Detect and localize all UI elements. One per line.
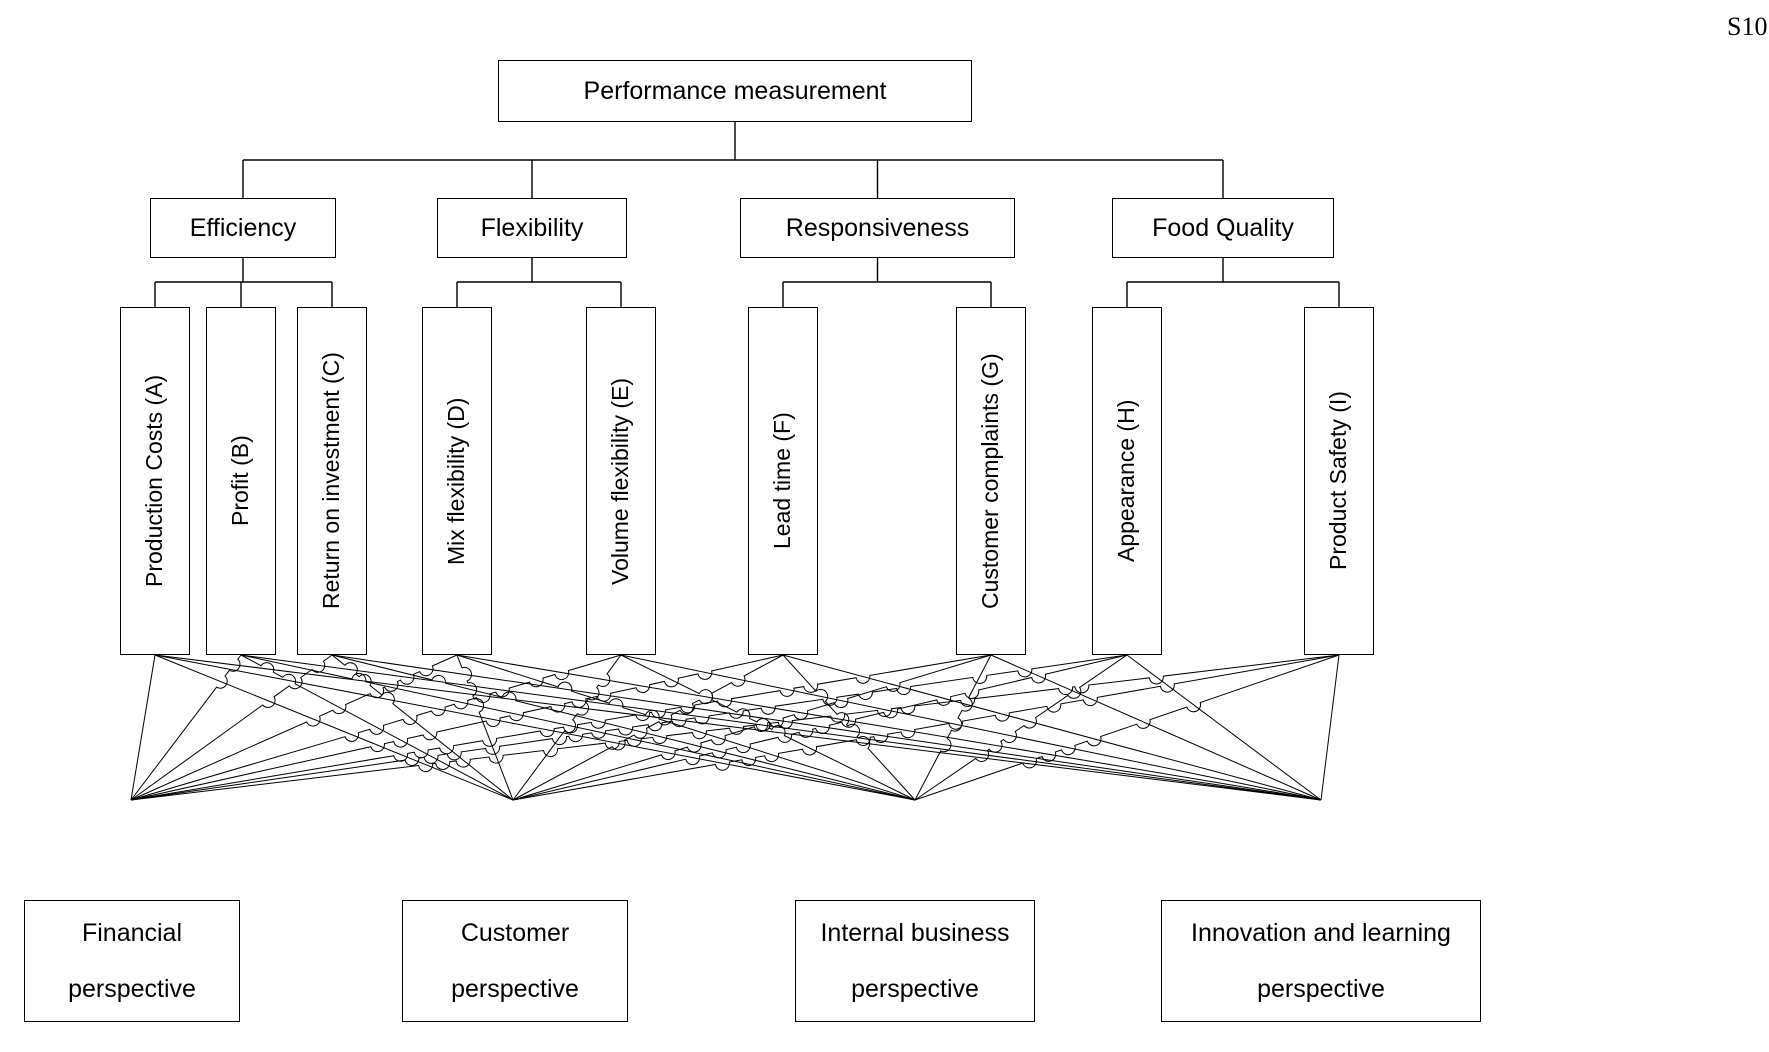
node-label-line1: Financial [81, 919, 183, 947]
node-customer-perspective: Customer perspective [402, 900, 628, 1022]
node-label: Performance measurement [583, 77, 887, 105]
node-mix-flexibility: Mix flexibility (D) [422, 307, 492, 655]
node-innovation-learning-perspective: Innovation and learning perspective [1161, 900, 1481, 1022]
node-efficiency: Efficiency [150, 198, 336, 258]
node-appearance: Appearance (H) [1092, 307, 1162, 655]
node-label: Mix flexibility (D) [443, 397, 470, 565]
node-product-safety: Product Safety (I) [1304, 307, 1374, 655]
node-responsiveness: Responsiveness [740, 198, 1015, 258]
node-profit: Profit (B) [206, 307, 276, 655]
node-return-on-investment: Return on investment (C) [297, 307, 367, 655]
node-label: Appearance (H) [1113, 399, 1140, 563]
node-label: Return on investment (C) [318, 352, 345, 610]
node-flexibility: Flexibility [437, 198, 627, 258]
node-label-line1: Internal business [820, 919, 1010, 947]
node-label: Food Quality [1152, 214, 1294, 242]
node-financial-perspective: Financial perspective [24, 900, 240, 1022]
node-label: Customer complaints (G) [977, 353, 1004, 609]
node-label-line1: Innovation and learning [1191, 919, 1451, 947]
node-customer-complaints: Customer complaints (G) [956, 307, 1026, 655]
node-label-line2: perspective [851, 975, 979, 1003]
node-label: Profit (B) [227, 435, 254, 527]
node-volume-flexibility: Volume flexibility (E) [586, 307, 656, 655]
node-label-line2: perspective [1257, 975, 1385, 1003]
node-food-quality: Food Quality [1112, 198, 1334, 258]
node-label: Volume flexibility (E) [607, 377, 634, 585]
node-label: Production Costs (A) [141, 374, 168, 588]
node-production-costs: Production Costs (A) [120, 307, 190, 655]
node-label: Product Safety (I) [1325, 391, 1352, 571]
node-lead-time: Lead time (F) [748, 307, 818, 655]
node-label: Lead time (F) [769, 412, 796, 550]
node-label-line2: perspective [451, 975, 579, 1003]
node-label-line1: Customer [460, 919, 570, 947]
node-label-line2: perspective [68, 975, 196, 1003]
node-internal-business-perspective: Internal business perspective [795, 900, 1035, 1022]
node-label: Flexibility [480, 214, 584, 242]
node-label: Efficiency [189, 214, 297, 242]
node-label: Responsiveness [785, 214, 970, 242]
page-marker: S10 [1727, 12, 1768, 41]
node-performance-measurement: Performance measurement [498, 60, 972, 122]
